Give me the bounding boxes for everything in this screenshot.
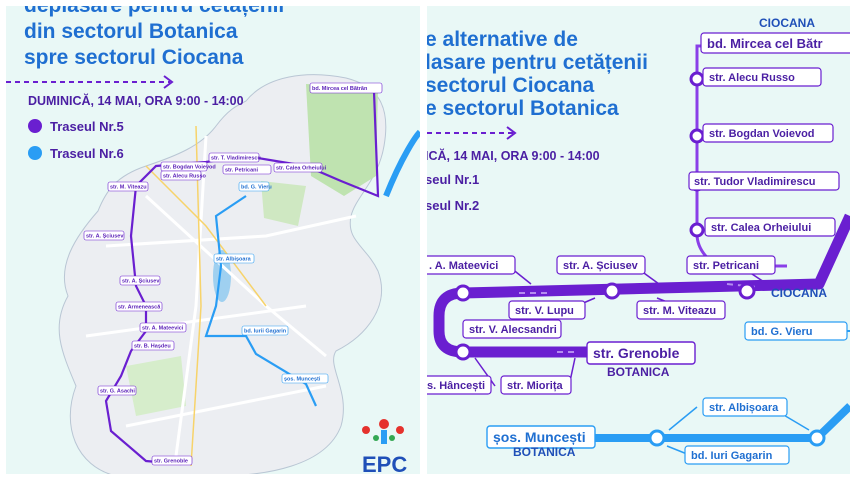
epc-logo: EPC [362,419,407,474]
map-label-mircea: bd. Mircea cel Bătrân [312,86,368,92]
stop-hancesti: s. Hâncești [427,380,485,392]
stop-mircea: bd. Mircea cel Bătr [707,36,823,51]
stop-miorita: str. Miorița [507,380,564,392]
legend-dot-route-6 [28,146,42,160]
right-date: ICĂ, 14 MAI, ORA 9:00 - 14:00 [427,149,600,163]
map-label-hasdeu: str. B. Hașdeu [134,344,171,350]
title-arrow-head [163,75,174,89]
legend-label-route-5: Traseul Nr.5 [50,119,124,134]
district-botanica-1: BOTANICA [607,365,670,379]
stop-vieru: bd. G. Vieru [751,326,813,338]
stop-alecsandri: str. V. Alecsandri [469,324,557,336]
stop-lupu: str. V. Lupu [515,305,574,317]
map-label-vladimirescu: str. T. Vladimirescu [211,156,261,162]
stop-petricani: str. Petricani [693,260,759,272]
map-label-albisoara: str. Albișoara [216,257,252,263]
right-title-line3: sectorul Ciocana [427,74,595,97]
right-diagram-panel: e alternative de lasare pentru cetățenii… [427,6,850,474]
map-label-russo: str. Alecu Russo [163,174,207,180]
map-label-vieru: bd. G. Vieru [241,185,272,191]
map-label-voievod: str. Bogdan Voievod [163,165,216,171]
district-ciocana-bottom: CIOCANA [771,286,827,300]
stop-grenoble: str. Grenoble [593,345,680,361]
district-botanica-2: BOTANICA [513,445,576,459]
map-label-viteazu: str. M. Viteazu [110,185,147,191]
map-label-mateevici: str. A. Mateevici [142,326,184,332]
left-title-line1: deplasare pentru cetățenii [24,6,284,18]
left-title-line3: spre sectorul Ciocana [24,46,244,69]
left-date: DUMINICĂ, 14 MAI, ORA 9:00 - 14:00 [28,94,244,108]
blue-stations [648,429,826,447]
stop-russo: str. Alecu Russo [709,72,795,84]
stop-gagarin: bd. Iuri Gagarin [691,450,773,462]
map-label-sciusev1: str. A. Șciusev [86,234,124,240]
label-box-vladimirescu [208,152,260,163]
map-label-asachi: str. G. Asachi [100,389,135,395]
map-label-petricani: str. Petricani [225,168,258,174]
map-label-muncesti: șos. Muncești [284,377,321,383]
label-box-mircea [309,82,383,94]
right-title-line4: e sectorul Botanica [427,97,619,120]
epc-logo-text: EPC [362,452,407,474]
left-map-graphic: bd. Mircea cel Bătrân str. T. Vladimires… [6,74,420,474]
left-title-line2: din sectorul Botanica [24,20,238,43]
right-title-line2: lasare pentru cetățenii [427,51,648,74]
map-label-orheiului: str. Calea Orheiului [276,166,327,172]
left-map-panel: deplasare pentru cetățenii din sectorul … [6,6,420,474]
stop-viteazu: str. M. Viteazu [643,305,716,317]
main-roads [145,125,267,467]
stop-mateevici: . A. Mateevici [429,260,498,272]
stop-vladimirescu: str. Tudor Vladimirescu [694,176,815,188]
legend-dot-route-5 [28,119,42,133]
map-label-gagarin: bd. Iurii Gagarin [244,329,287,335]
map-label-sciusev2: str. A. Șciusev [122,279,160,285]
stop-muncesti: șos. Muncești [493,429,586,445]
legend-label-route-6: Traseul Nr.6 [50,146,124,161]
stop-albisoara: str. Albișoara [709,402,779,414]
stop-sciusev: str. A. Șciusev [563,260,639,272]
map-label-grenoble: str. Grenoble [154,459,188,465]
stop-orheiului: str. Calea Orheiului [711,222,811,234]
park-area-3 [126,356,186,416]
park-area-2 [261,181,306,226]
right-legend-route-1: seul Nr.1 [427,172,480,187]
district-ciocana-top: CIOCANA [759,16,815,30]
transit-diagram: bd. Mircea cel Bătr str. Alecu Russo str… [427,16,850,465]
map-label-armeneasca: str. Armenească [118,305,161,311]
stop-voievod: str. Bogdan Voievod [709,128,815,140]
river-edge [383,129,420,198]
right-legend-route-2: seul Nr.2 [427,198,480,213]
right-title-line1: e alternative de [427,28,578,51]
park-area [306,84,378,196]
